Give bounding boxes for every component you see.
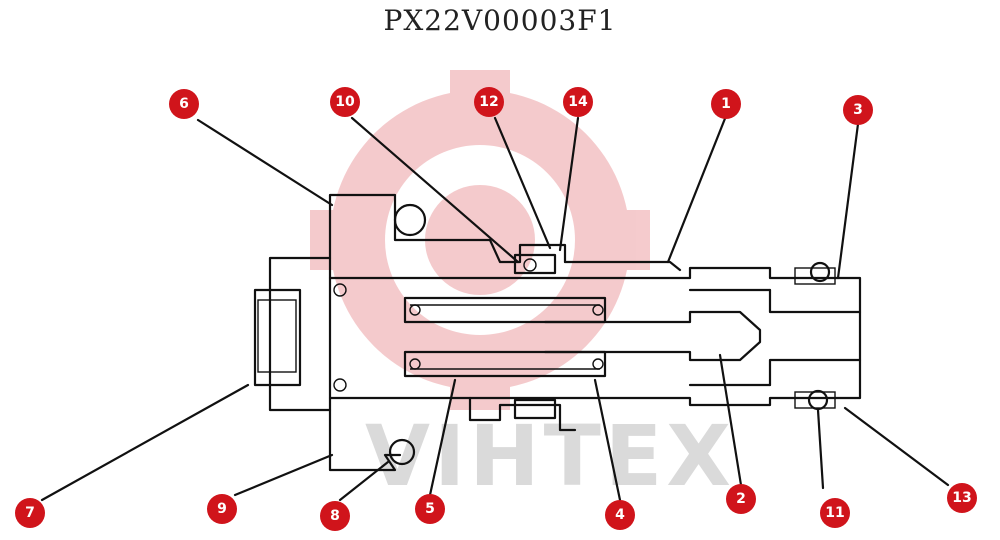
- callout-badge-10: 10: [330, 87, 360, 117]
- callout-badge-5: 5: [415, 494, 445, 524]
- svg-text:6: 6: [179, 96, 189, 112]
- svg-text:14: 14: [568, 94, 588, 110]
- callout-badge-11: 11: [820, 498, 850, 528]
- leader-lines: [40, 114, 950, 502]
- callout-badge-13: 13: [947, 483, 977, 513]
- svg-text:3: 3: [853, 102, 863, 118]
- callout-badge-1: 1: [711, 89, 741, 119]
- callout-badge-8: 8: [320, 501, 350, 531]
- callout-badge-9: 9: [207, 494, 237, 524]
- svg-text:2: 2: [736, 491, 746, 507]
- callout-badge-2: 2: [726, 484, 756, 514]
- svg-text:7: 7: [25, 505, 35, 521]
- svg-text:10: 10: [335, 94, 355, 110]
- callout-badge-14: 14: [563, 87, 593, 117]
- svg-text:13: 13: [952, 490, 971, 506]
- drawing-title: PX22V00003F1: [383, 4, 617, 37]
- svg-text:9: 9: [217, 501, 227, 517]
- callout-badge-3: 3: [843, 95, 873, 125]
- svg-text:1: 1: [721, 96, 731, 112]
- callout-badge-12: 12: [474, 87, 504, 117]
- watermark-text: VIHTEX: [365, 407, 735, 505]
- svg-text:5: 5: [425, 501, 435, 517]
- svg-text:8: 8: [330, 508, 340, 524]
- callout-badge-7: 7: [15, 498, 45, 528]
- callout-badge-4: 4: [605, 500, 635, 530]
- svg-text:12: 12: [479, 94, 498, 110]
- callout-badge-6: 6: [169, 89, 199, 119]
- svg-text:11: 11: [825, 505, 844, 521]
- valve-body: [253, 193, 862, 472]
- svg-text:4: 4: [615, 507, 625, 523]
